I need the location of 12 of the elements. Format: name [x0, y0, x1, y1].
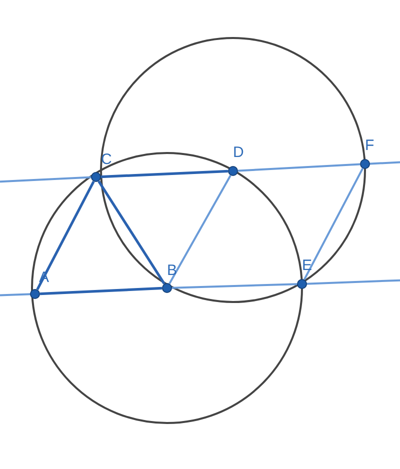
line-segment: [36, 180, 95, 290]
line-segment: [168, 174, 232, 284]
line-segment: [100, 170, 228, 178]
line-segment: [172, 283, 298, 289]
point-label: B: [167, 263, 178, 278]
point-label: F: [365, 138, 374, 153]
point-label: D: [233, 145, 244, 160]
line-segment: [303, 168, 364, 280]
point-label: E: [302, 258, 312, 273]
line-segment: [40, 286, 162, 296]
line-segment: [238, 163, 360, 172]
line-segment: [98, 180, 166, 284]
